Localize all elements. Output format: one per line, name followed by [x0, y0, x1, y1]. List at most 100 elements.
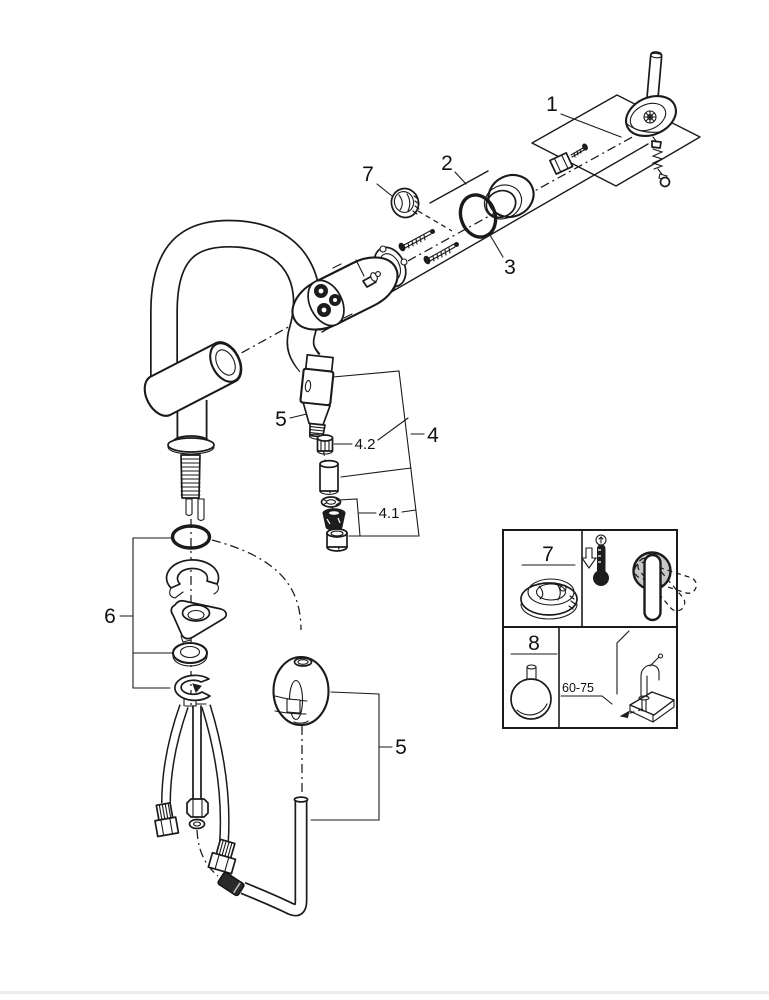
- clip-foot: [183, 698, 207, 707]
- inset7-limiter-hole: [559, 584, 567, 592]
- right-nut-facets: [214, 854, 230, 873]
- limiter-hatch: [412, 195, 420, 215]
- regulator-hole: [329, 511, 339, 515]
- mount-washer-edge: [172, 655, 208, 667]
- inset7-limiter-hatch: [568, 595, 576, 610]
- inset7-limiter-top: [527, 578, 575, 606]
- escutcheon-flange: [167, 437, 215, 453]
- head-button: [304, 379, 312, 393]
- stem-tip: [375, 271, 381, 277]
- lever-edge-line: [626, 123, 661, 133]
- shank-threads: [180, 458, 201, 496]
- spray-head-group: [299, 354, 348, 552]
- mini-faucet-spout: [640, 664, 660, 681]
- callout-7: 7: [362, 163, 374, 186]
- nut-facets: [553, 154, 569, 173]
- mousseur-sleeve: [319, 459, 339, 495]
- check-valve-4-2: [316, 434, 334, 455]
- regulator-body: [322, 512, 346, 531]
- dimension-60-75: 60-75: [562, 681, 594, 695]
- limiter-inner: [393, 191, 415, 213]
- cap-bottom: [326, 546, 348, 552]
- mini-faucet-base: [638, 695, 650, 701]
- ring-lug-right: [400, 258, 408, 266]
- callout-2-leader: [454, 171, 467, 185]
- hose-to-fitting-axis: [196, 829, 219, 877]
- callout-1: 1: [546, 93, 558, 116]
- inset8-ball-shade: [516, 703, 548, 716]
- callout-41-stub-right: [401, 509, 417, 513]
- plate-cone-rim: [181, 604, 211, 622]
- cartridge-stem: [362, 271, 381, 288]
- group5-bracket: [310, 691, 380, 821]
- stub-left: [185, 498, 193, 517]
- center-nut-facets: [192, 798, 203, 818]
- inset8-weight-drawing: [510, 664, 552, 720]
- group4-bracket: [332, 370, 420, 537]
- washer-outer: [320, 496, 342, 508]
- supply-hoses: [154, 704, 237, 875]
- washer-knurl: [322, 498, 340, 506]
- right-collar-hatch: [218, 839, 233, 858]
- dome-cap-opening: [485, 189, 517, 219]
- cap-group: [458, 173, 535, 239]
- weight-clamp: [286, 698, 301, 714]
- head-thread-lines: [309, 426, 325, 435]
- pin-top: [650, 52, 663, 59]
- limiter-spokes: [398, 193, 411, 212]
- valve-body-face: [209, 342, 242, 383]
- inset8-ball: [510, 678, 552, 720]
- hose-center: [192, 705, 202, 799]
- screw1-head: [398, 242, 406, 252]
- nut-body: [549, 152, 574, 175]
- mounting-horseshoe: [165, 559, 220, 599]
- horseshoe-body: [165, 559, 220, 589]
- mini-faucet: [638, 653, 664, 712]
- page-edge: [0, 991, 769, 994]
- hose-right-end: [207, 838, 237, 875]
- callout-7-leader: [376, 183, 393, 197]
- group6-bracket: [132, 537, 172, 689]
- dim-extension-line: [616, 630, 630, 695]
- pullout-fitting: [217, 871, 245, 897]
- faucet-body: [143, 219, 321, 522]
- inset7-limiter-ring: [535, 583, 567, 601]
- spray-head: [299, 354, 335, 440]
- head-body: [299, 367, 335, 407]
- callout-3: 3: [504, 256, 516, 279]
- valve-body-bore: [215, 349, 236, 376]
- inset7-limiter-drawing: [520, 578, 578, 620]
- group1-frame: [531, 94, 701, 187]
- callout-1-leader: [560, 113, 622, 138]
- thermo-bulb: [593, 570, 609, 586]
- hose-weight: [272, 655, 330, 727]
- stub-right: [197, 498, 205, 522]
- regulator-highlights: [326, 517, 341, 525]
- valve-42-top: [316, 434, 334, 442]
- fitting-band: [232, 882, 241, 894]
- down-arrow-icon: [580, 547, 598, 569]
- mounting-o-ring: [170, 524, 212, 550]
- inset7-lever-drawing: [632, 551, 697, 622]
- left-nut-facets: [160, 817, 174, 837]
- washer-inner: [325, 499, 337, 505]
- screw2-shaft: [428, 243, 456, 262]
- inset7-thermometer: [580, 534, 609, 586]
- pullout-hose-end: [293, 796, 309, 803]
- weight-top-hole-inner: [297, 659, 309, 665]
- port-1-hole: [318, 288, 324, 294]
- cartridge-group: [291, 229, 459, 331]
- left-nut: [154, 816, 180, 838]
- mounting-cone-plate: [170, 599, 227, 643]
- cap-hole: [330, 530, 344, 537]
- inset8-install-drawing: 60-75: [560, 630, 675, 723]
- left-collar-hatch: [158, 802, 172, 821]
- install-arrow-line: [623, 708, 644, 716]
- cartridge-screw-1: [398, 229, 435, 252]
- callout-4-2: 4.2: [355, 436, 376, 453]
- cap-o-ring: [458, 193, 498, 239]
- weight-bottom-hole: [293, 720, 309, 724]
- counter-plate-depth: [629, 699, 675, 723]
- screw2-tip: [454, 242, 459, 247]
